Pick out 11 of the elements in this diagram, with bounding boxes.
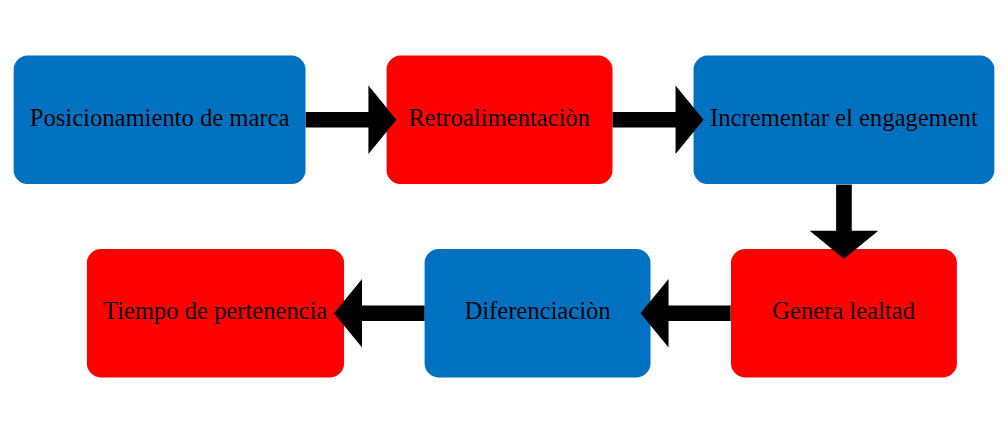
node-box: Posicionamiento de marca (13, 55, 306, 185)
node-box: Tiempo de pertenencia (86, 248, 345, 378)
node-box: Incrementar el engagement (693, 55, 995, 185)
node-box: Diferenciaciòn (424, 248, 651, 378)
arrow (809, 184, 879, 259)
arrow (305, 85, 397, 155)
arrow (334, 278, 425, 348)
arrow (612, 85, 704, 155)
arrow (640, 278, 731, 348)
node-box: Genera lealtad (731, 248, 957, 378)
node-box: Retroalimentaciòn (386, 55, 613, 185)
